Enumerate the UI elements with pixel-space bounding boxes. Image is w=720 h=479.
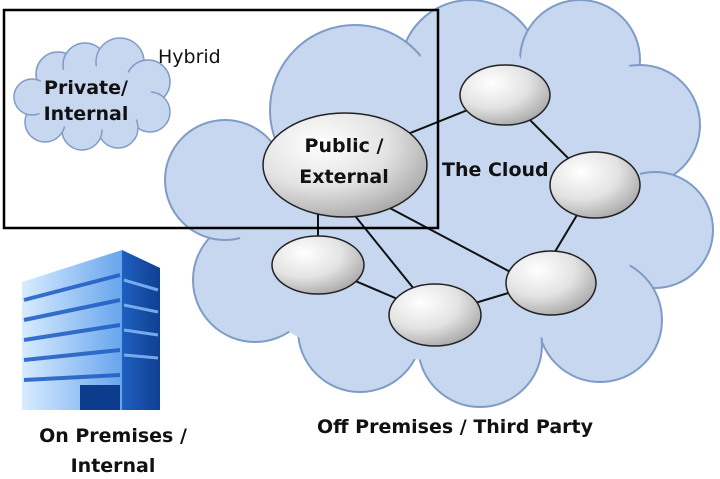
public-external-node	[262, 112, 428, 218]
cloud-node	[388, 283, 482, 347]
cloud-node	[505, 250, 597, 316]
off-premises-label: Off Premises / Third Party	[317, 416, 594, 438]
hybrid-boundary	[2, 8, 440, 230]
the-cloud-label: The Cloud	[442, 159, 549, 181]
cloud-node	[549, 151, 641, 219]
hybrid-label: Hybrid	[158, 46, 221, 68]
public-label-line1: Public /	[305, 135, 384, 157]
private-label-line2: Internal	[44, 103, 129, 125]
office-building-icon	[22, 250, 160, 410]
cloud-node	[271, 235, 365, 295]
on-premises-label-line1: On Premises /	[39, 425, 187, 447]
cloud-node	[459, 64, 551, 126]
public-label-line2: External	[299, 166, 388, 188]
on-premises-label-line2: Internal	[71, 455, 156, 477]
private-label-line1: Private/	[44, 77, 128, 99]
